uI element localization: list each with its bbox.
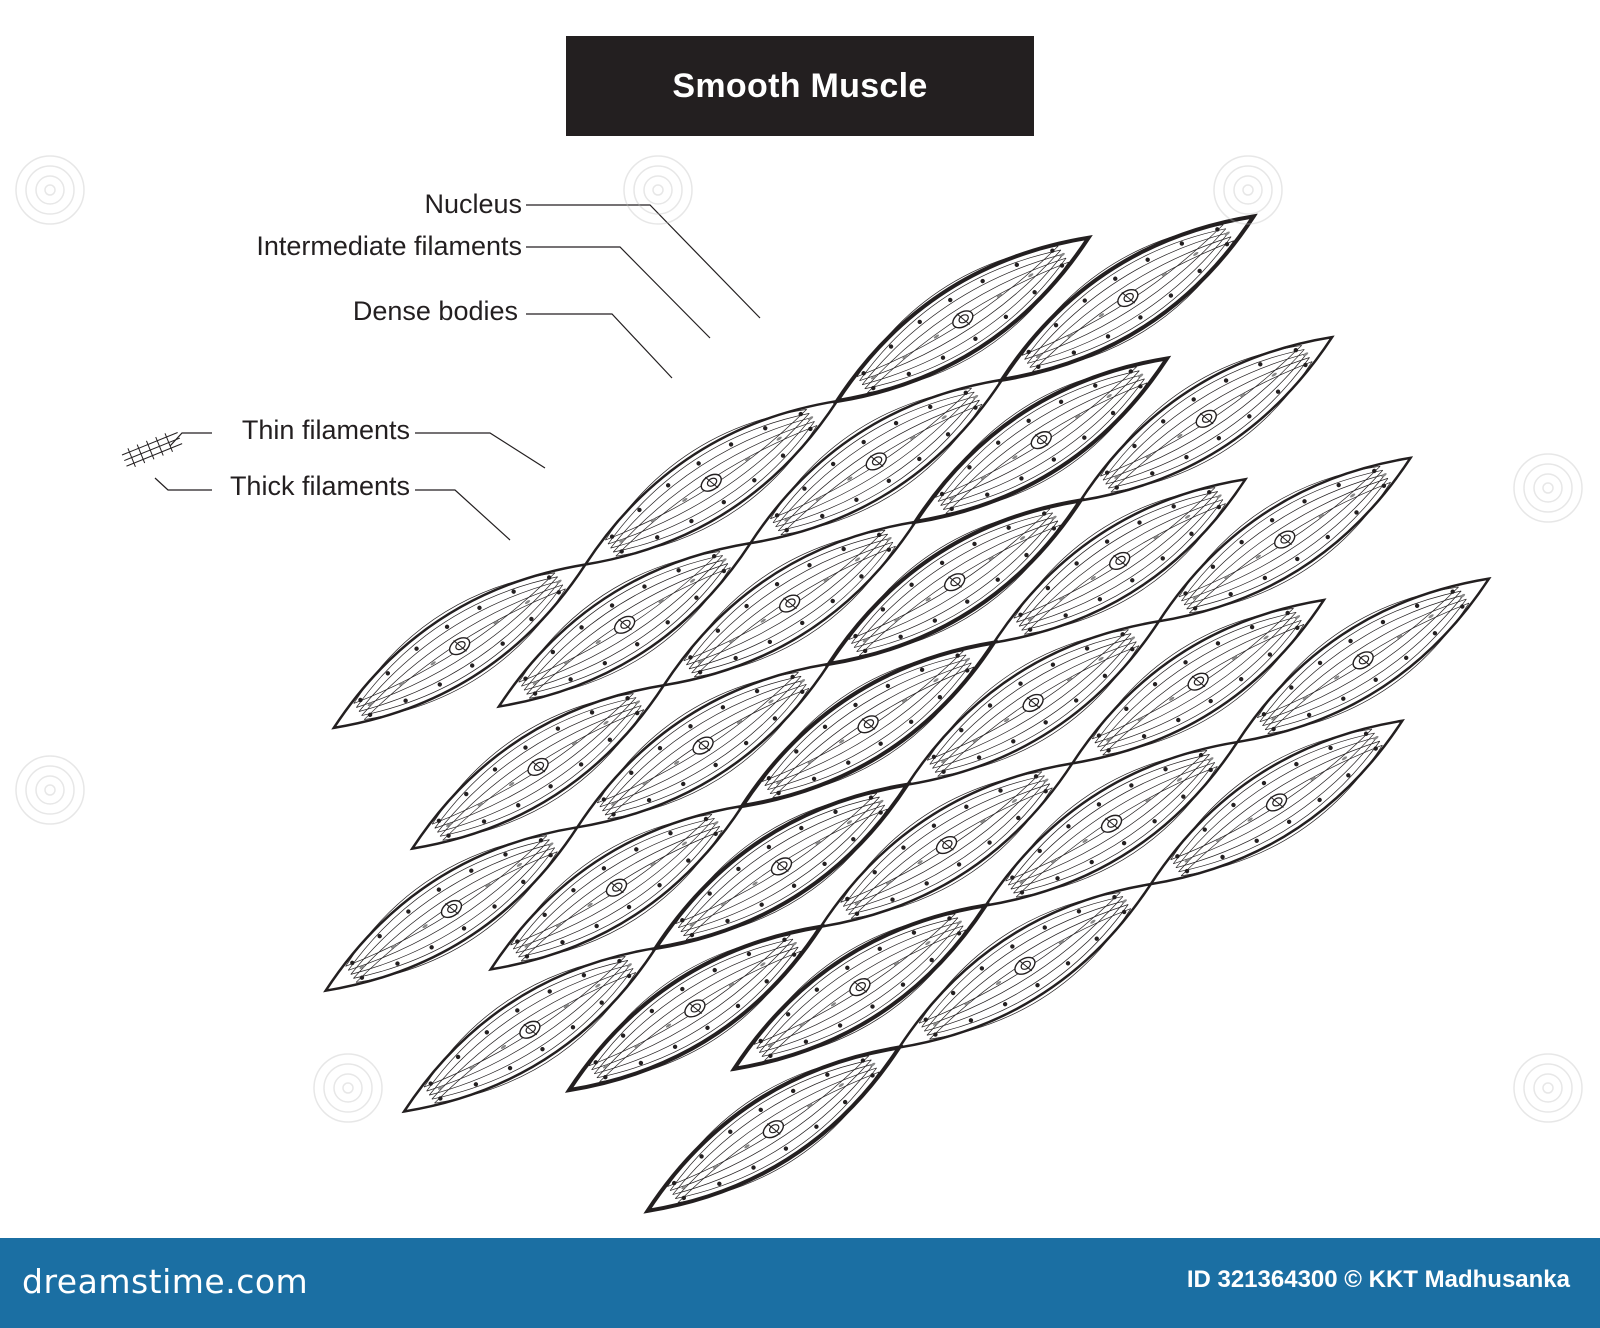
nucleus-icon [605,878,628,897]
leader-thick-icon [154,477,212,491]
nucleus-icon [1100,814,1123,833]
nucleus-icon [935,835,958,855]
nucleus-icon [943,573,966,592]
muscle-cell [1148,719,1405,886]
nucleus-icon [527,757,549,777]
watermark-spiral-icon [1213,155,1283,225]
muscle-cell [983,740,1240,908]
muscle-cell [1069,598,1327,766]
muscle-cell [991,477,1249,645]
nucleus-icon [762,1120,785,1139]
muscle-cell [488,804,745,972]
nucleus-icon [1030,431,1052,450]
muscle-cell [1234,576,1492,744]
muscle-cell [1156,456,1414,623]
muscle-cell [747,378,1005,545]
muscle-cell [401,946,659,1114]
nucleus-icon [1014,956,1036,975]
nucleus-icon [770,857,793,876]
nucleus-icon [684,999,706,1018]
nucleus-icon [1117,288,1139,308]
nucleus-icon [700,473,722,492]
label-intermediate-filaments: Intermediate filaments [256,231,522,261]
nucleus-icon [440,899,463,919]
muscle-cell [729,902,990,1072]
nucleus-icon [1109,551,1131,570]
muscle-cell [564,924,825,1093]
muscle-cell [651,781,912,951]
watermark-spiral-icon [623,155,693,225]
filament-detail-icon [121,432,183,468]
muscle-cell [824,497,1085,667]
muscle-cell [896,882,1154,1050]
label-thin-filaments: Thin filaments [241,415,410,445]
nucleus-icon [519,1020,541,1039]
muscle-cell [409,683,667,851]
leader-thin [415,432,546,469]
muscle-cell [1077,335,1335,503]
smooth-muscle-diagram [121,204,1492,1214]
label-dense-bodies: Dense bodies [352,296,518,326]
leader-dense [526,313,673,379]
nucleus-icon [1022,693,1044,713]
nucleus-icon [849,978,871,997]
muscle-cell [818,761,1075,929]
watermark-spiral-icon [1513,453,1583,523]
footer-bar: dreamstime.com ID 321364300 © KKT Madhus… [0,1238,1600,1328]
nucleus-icon [778,594,801,613]
muscle-cell [911,355,1172,525]
label-thick-filaments: Thick filaments [229,471,410,501]
nucleus-icon [692,736,714,755]
muscle-cell [661,520,919,687]
muscle-sheet [323,213,1492,1214]
image-credit: ID 321364300 © KKT Madhusanka [1186,1266,1570,1293]
muscle-cell [574,662,832,830]
muscle-cells-group [323,213,1492,1214]
muscle-cell [643,1044,904,1214]
brand-logo: dreamstime.com [22,1262,309,1301]
leader-nucleus [526,204,761,319]
leader-lines [154,204,761,541]
muscle-cell [997,213,1258,383]
nucleus-icon [448,637,471,656]
nucleus-icon [952,310,974,329]
watermark-spiral-icon [15,155,85,225]
muscle-cell [832,234,1093,404]
muscle-cell [738,639,999,809]
nucleus-icon [1274,530,1296,549]
nucleus-icon [1187,672,1209,691]
watermark-spiral-icon [1513,1053,1583,1123]
label-nucleus: Nucleus [424,189,522,219]
nucleus-icon [865,452,887,471]
nucleus-icon [1352,651,1374,670]
nucleus-icon [1195,409,1217,428]
nucleus-icon [857,715,879,734]
leader-thick [415,489,511,541]
nucleus-icon [1265,793,1288,812]
watermark-spiral-icon [15,755,85,825]
watermark-spiral-icon [313,1053,383,1123]
diagram-title: Smooth Muscle [672,66,928,105]
nucleus-icon [613,615,636,634]
leader-intermediate [526,246,711,339]
muscle-cell [323,825,580,993]
muscle-cell [496,541,754,709]
muscle-cell [582,399,840,567]
title-banner: Smooth Muscle [566,36,1034,136]
muscle-cell [331,562,589,730]
muscle-cell [904,619,1162,787]
leader-thin-icon [169,432,212,447]
